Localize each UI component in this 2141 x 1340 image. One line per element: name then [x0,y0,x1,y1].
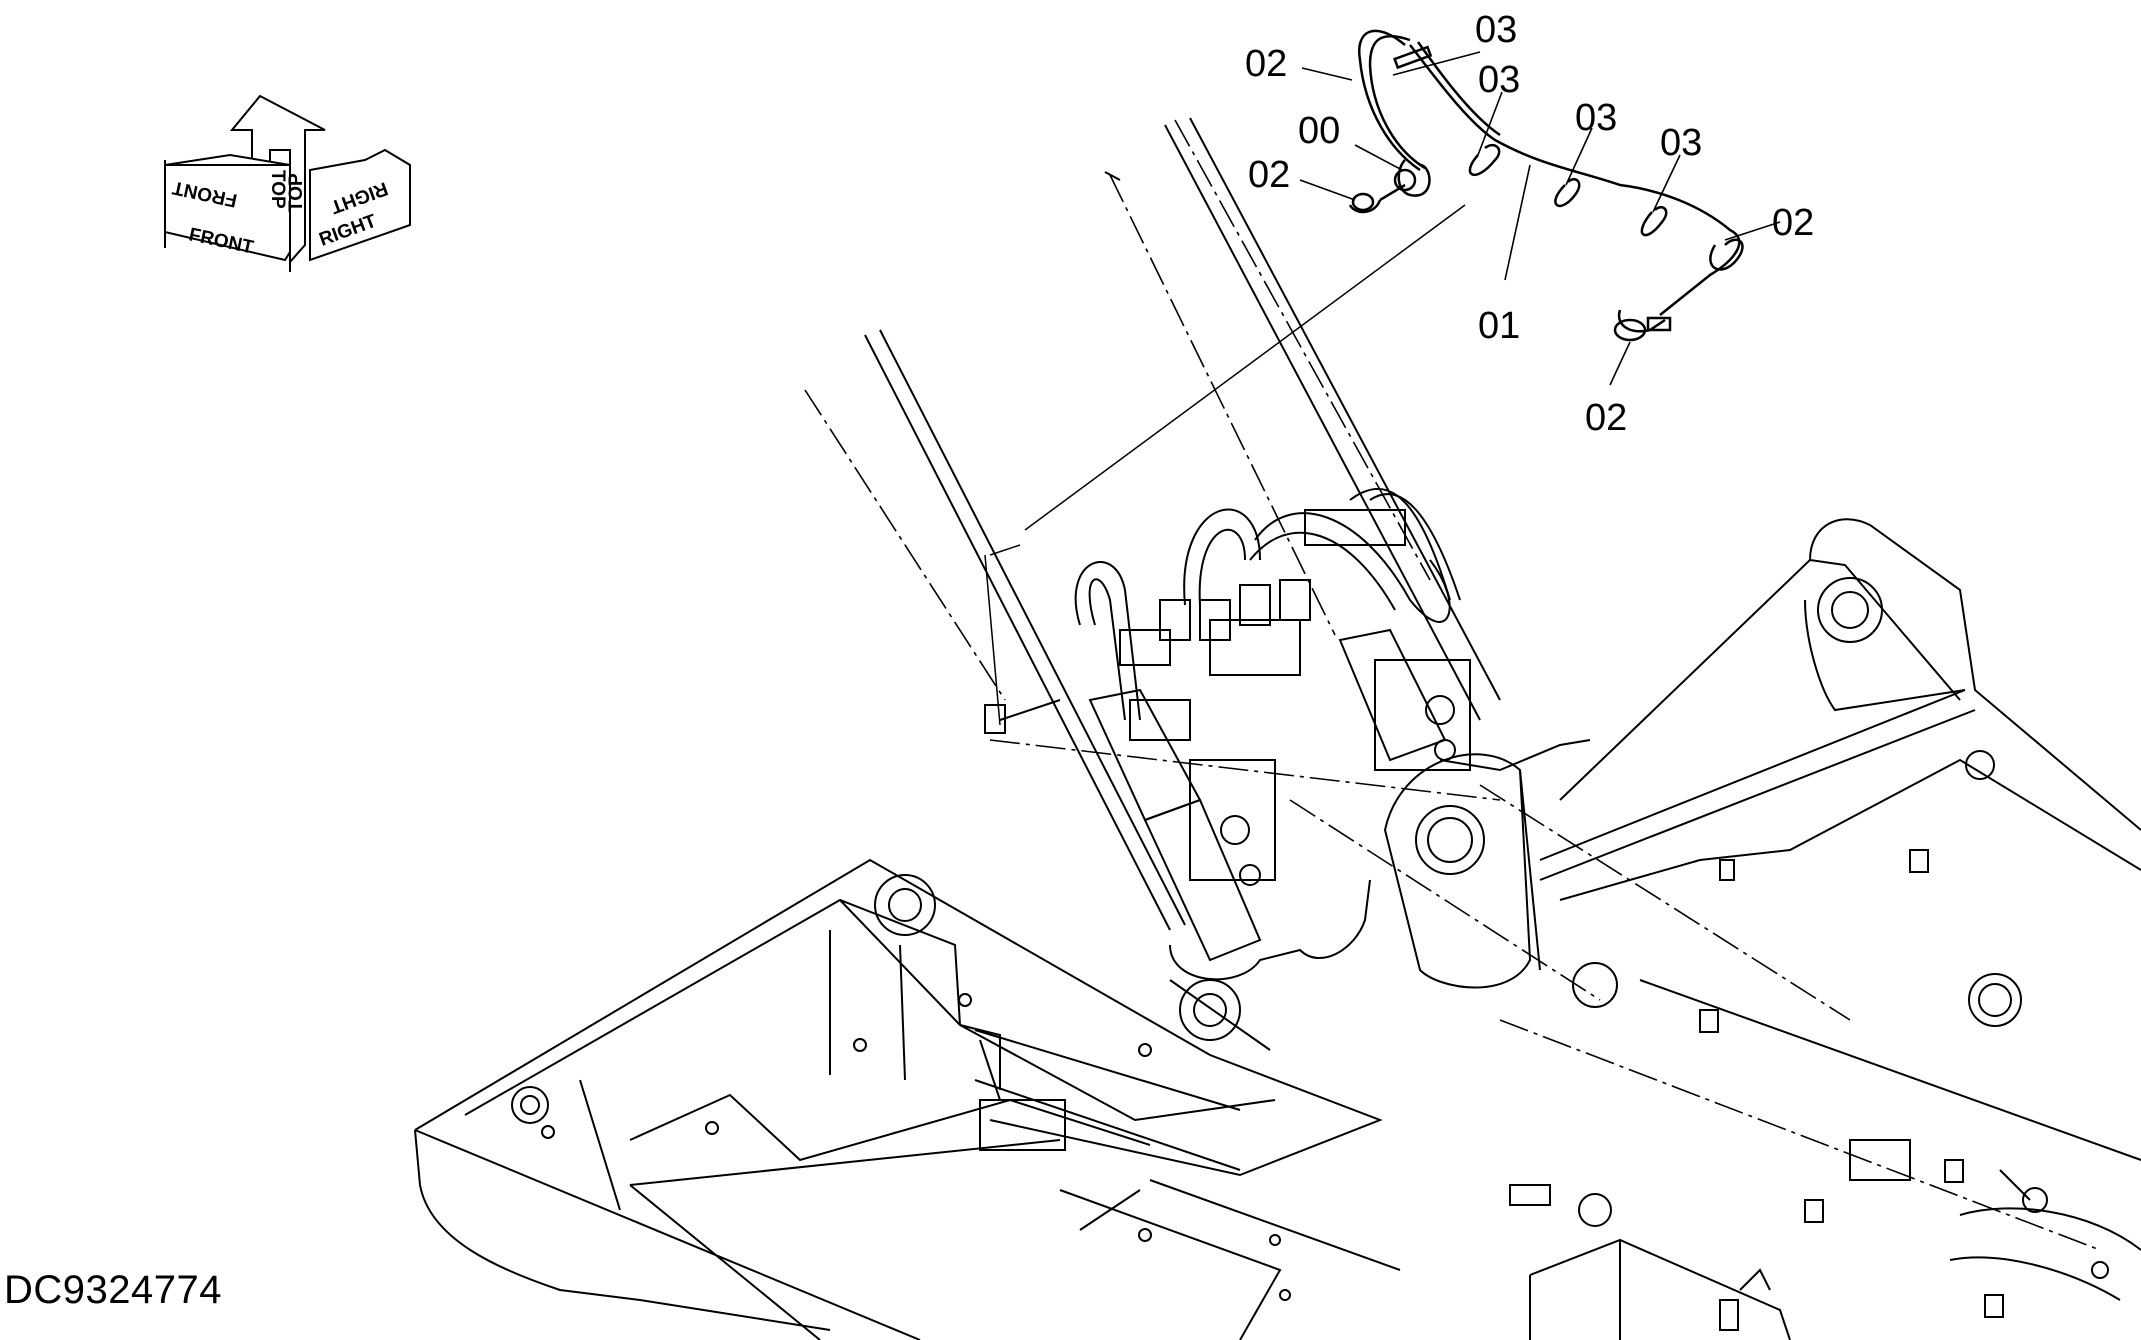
machine-frame-drawing [414,117,2141,1340]
wire-harness [1348,29,1744,342]
callout-02-left: 02 [1248,154,1290,196]
callout-03-fourth: 03 [1660,122,1702,164]
callout-labels: 03 02 03 00 03 03 02 02 01 02 [1245,9,1814,439]
callout-00: 00 [1298,110,1340,152]
top-label-mirrored: TOP [286,173,307,212]
callout-03-top: 03 [1475,9,1517,51]
callout-03-second: 03 [1478,59,1520,101]
callout-02-bottom: 02 [1585,397,1627,439]
orientation-indicator-icon [164,94,411,272]
drawing-reference-number: DC9324774 [4,1268,222,1312]
top-label: TOP [267,170,288,209]
callout-03-third: 03 [1575,97,1617,139]
callout-02-top-left: 02 [1245,43,1287,85]
callout-leaders [1299,51,1781,386]
callout-02-right: 02 [1772,202,1814,244]
callout-01: 01 [1478,305,1520,347]
